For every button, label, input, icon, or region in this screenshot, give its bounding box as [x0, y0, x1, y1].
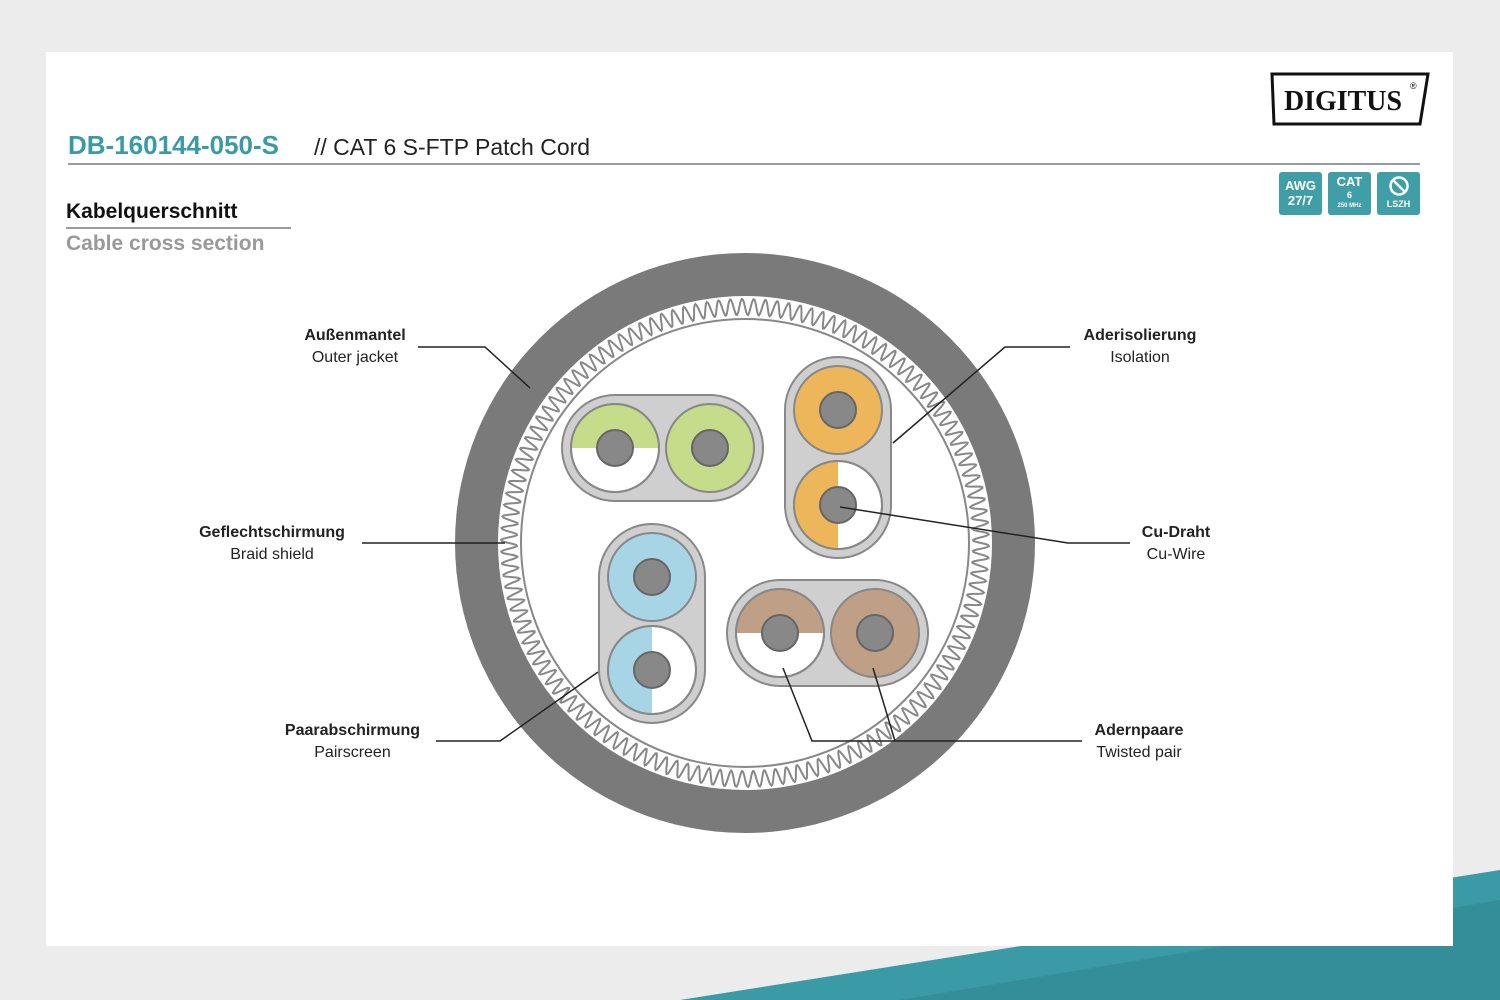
- digitus-logo: DIGITUS ®: [1270, 72, 1430, 126]
- wire-orange-white: [793, 460, 883, 550]
- cu-wire: [819, 486, 857, 524]
- wire-green-white: [570, 403, 660, 493]
- wire-orange: [793, 365, 883, 455]
- section-title-en: Cable cross section: [66, 232, 265, 255]
- svg-text:DIGITUS: DIGITUS: [1284, 86, 1402, 117]
- cu-wire: [596, 429, 634, 467]
- wire-brown: [830, 588, 920, 678]
- inner-core: [520, 318, 970, 768]
- cu-wire: [761, 614, 799, 652]
- cu-wire: [819, 391, 857, 429]
- lszh-badge: LSZH: [1377, 172, 1420, 215]
- cu-wire: [633, 651, 671, 689]
- svg-text:®: ®: [1410, 81, 1417, 91]
- wire-blue-white: [607, 625, 697, 715]
- section-underline: [66, 227, 291, 229]
- cu-wire: [691, 429, 729, 467]
- divider: [68, 163, 1420, 165]
- product-title: // CAT 6 S-FTP Patch Cord: [314, 134, 591, 160]
- no-halogen-icon: [1388, 176, 1409, 196]
- wire-blue: [607, 532, 697, 622]
- part-number: DB-160144-050-S: [68, 130, 280, 160]
- wire-brown-white: [735, 588, 825, 678]
- cu-wire: [856, 614, 894, 652]
- cu-wire: [633, 558, 671, 596]
- section-title-de: Kabelquerschnitt: [66, 200, 238, 223]
- wire-green: [665, 403, 755, 493]
- leader-lines: [362, 346, 1130, 742]
